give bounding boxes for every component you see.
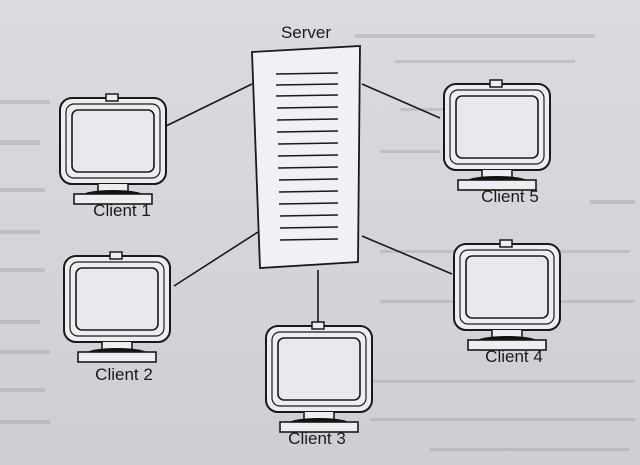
link-client2-server: [173, 231, 259, 287]
client-3-computer: [265, 321, 373, 433]
link-client1-server: [165, 83, 253, 127]
client-2-label: Client 2: [95, 365, 153, 384]
link-client4-server: [361, 235, 453, 275]
server-rack: [251, 45, 361, 269]
client-1-computer: [59, 93, 167, 205]
client-2-computer: [63, 251, 171, 363]
client-3-label: Client 3: [288, 429, 346, 448]
client-4-computer: [453, 239, 561, 351]
link-client5-server: [361, 83, 441, 119]
client-5-label: Client 5: [481, 187, 539, 206]
server-label: Server: [281, 23, 331, 42]
client-1-label: Client 1: [93, 201, 151, 220]
client-4-label: Client 4: [485, 347, 543, 366]
client-5-computer: [443, 79, 551, 191]
